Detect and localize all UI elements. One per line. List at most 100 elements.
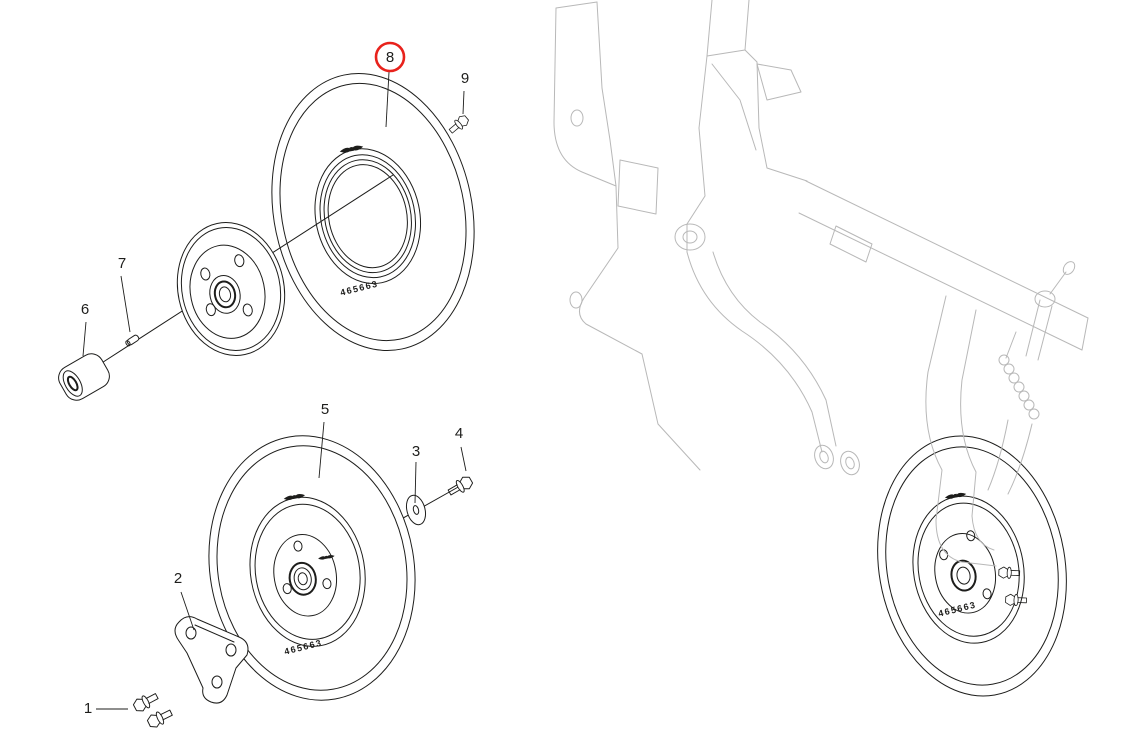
hub-hole — [234, 254, 245, 268]
pin — [1049, 271, 1067, 295]
callout-6[interactable]: 6 — [81, 301, 89, 357]
spring-connector — [1005, 331, 1017, 359]
callout-label: 3 — [412, 443, 420, 460]
disc-hub — [273, 534, 338, 617]
disc-rim-inner — [279, 82, 467, 342]
callouts: 1 2 3 4 5 6 7 8 — [81, 41, 469, 717]
hub-hole — [322, 578, 332, 590]
frame-right-plate-edge — [686, 55, 708, 253]
leader-line — [82, 321, 87, 357]
disc-hub — [934, 533, 997, 614]
callout-1[interactable]: 1 — [84, 700, 128, 717]
spring-coil — [1023, 399, 1035, 411]
beam-top-line — [805, 180, 1089, 319]
disc-right — [877, 435, 1067, 697]
callout-label: 8 — [386, 49, 394, 66]
hub-hole — [200, 267, 211, 281]
pivot — [1034, 290, 1056, 308]
spring-coil — [1028, 408, 1040, 420]
roller-bore — [845, 456, 855, 470]
callout-label: 6 — [81, 301, 89, 318]
hub-collar — [209, 275, 241, 314]
callout-2[interactable]: 2 — [174, 570, 195, 631]
hub-collar — [293, 567, 312, 591]
bolt-item-9 — [446, 113, 471, 136]
callout-label: 4 — [455, 425, 463, 442]
shank-arm-outer — [686, 251, 823, 453]
rear-link — [1025, 299, 1041, 357]
callout-label: 2 — [174, 570, 182, 587]
callout-4[interactable]: 4 — [455, 425, 467, 472]
spring-link — [1007, 423, 1033, 495]
spring-coil — [1013, 381, 1025, 393]
center-bore-ring — [319, 154, 417, 279]
spring-coil — [1018, 390, 1030, 402]
leader-line — [462, 90, 465, 115]
callout-label: 9 — [461, 70, 469, 87]
hub-bore — [297, 572, 308, 586]
hub-face — [189, 244, 266, 339]
hub-hole — [242, 303, 253, 317]
bushing-face — [62, 370, 83, 397]
hub-flange — [176, 222, 286, 356]
frame-right-plate-outer — [744, 49, 808, 182]
frame-hole — [569, 291, 583, 309]
leader-line — [120, 275, 131, 333]
beam-endcap — [1081, 317, 1089, 351]
hub-rim-inner — [180, 227, 282, 351]
beam-bottom-line — [798, 212, 1083, 351]
front-arm-left — [925, 295, 997, 567]
callout-8[interactable]: 8 — [374, 41, 406, 128]
bushing-item-6 — [58, 353, 110, 401]
front-arm-right — [960, 309, 995, 551]
frame-left-plate-edge — [596, 1, 617, 187]
disc-rim-inner — [885, 446, 1059, 686]
leader-line — [385, 71, 390, 128]
bracket-hole — [211, 675, 223, 689]
hub-collar — [213, 280, 237, 309]
pin-face — [125, 340, 131, 347]
frame-assembly — [553, 0, 1089, 476]
bolt-item-1 — [145, 706, 175, 730]
frame-hole — [570, 109, 584, 127]
hub-hole — [982, 588, 992, 600]
washer-face — [405, 494, 427, 526]
callout-label: 1 — [84, 700, 92, 717]
hub-bolt — [998, 566, 1021, 580]
spring-coil — [1003, 363, 1015, 375]
callout-8-highlight-circle — [374, 41, 406, 73]
frame-bushing — [674, 223, 706, 251]
hub-hole — [282, 583, 292, 595]
hub-bolt — [1005, 593, 1028, 607]
hub-hole — [966, 530, 976, 542]
frame-brace — [756, 63, 802, 101]
roller — [840, 450, 860, 476]
frame-brace-line — [711, 63, 757, 151]
frame-cutout — [617, 159, 659, 215]
part-number-label: 465663 — [937, 600, 977, 619]
disc-item-5 — [208, 435, 416, 701]
pin-body — [126, 334, 140, 346]
pin-head — [1062, 261, 1076, 275]
spring-coil — [998, 354, 1010, 366]
leader-line — [318, 421, 325, 479]
center-bore-ring — [314, 148, 422, 285]
beam-cutout — [829, 225, 873, 263]
callout-5[interactable]: 5 — [318, 401, 329, 479]
leader-line — [460, 446, 467, 472]
frame-right-plate — [706, 0, 750, 57]
bolt-item-4 — [445, 473, 475, 499]
hub-bore — [218, 286, 232, 303]
frame-bushing-bore — [682, 230, 698, 244]
callout-3[interactable]: 3 — [412, 443, 420, 504]
washer-item-3 — [405, 494, 427, 526]
bracket-hole — [225, 643, 237, 657]
callout-9[interactable]: 9 — [461, 70, 469, 115]
disc-rim-outer — [271, 73, 475, 351]
hub-hole — [205, 303, 216, 317]
callout-7[interactable]: 7 — [118, 255, 131, 333]
bracket-fold-line — [194, 624, 235, 643]
hub-bore — [956, 566, 971, 585]
